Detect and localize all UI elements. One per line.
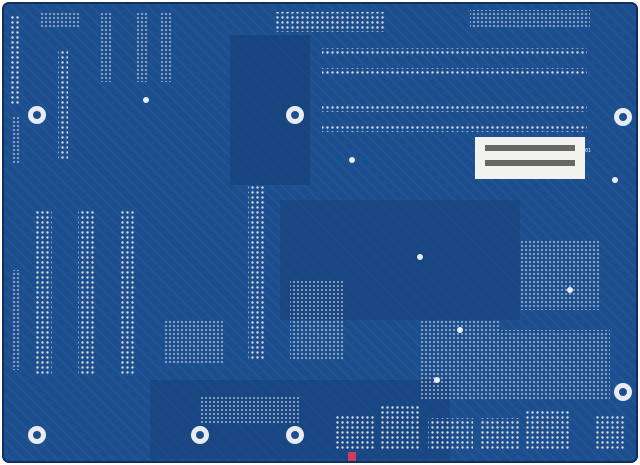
left-header-1 [10, 15, 20, 105]
expansion-slot-4 [248, 185, 264, 360]
pad-cluster-c [420, 320, 500, 400]
io-pad-6 [595, 415, 625, 450]
io-pad-5 [525, 410, 570, 450]
left-header-4 [135, 12, 147, 82]
pad-cluster-a [165, 320, 225, 365]
ram-slot-pins [322, 48, 587, 132]
top-right-pads [470, 10, 590, 28]
sticker-code: 01 [585, 148, 591, 154]
left-header-2 [58, 50, 68, 160]
rear-io-pads [335, 405, 625, 450]
mounting-hole [286, 426, 304, 444]
ram-slot-1 [322, 48, 587, 56]
pad-cluster-f [200, 395, 300, 425]
mounting-hole [28, 426, 46, 444]
io-pad-1 [335, 415, 375, 450]
red-component [348, 452, 356, 462]
barcode [485, 145, 575, 166]
left-edge-header [12, 270, 20, 370]
io-pad-2 [380, 405, 420, 450]
ram-slot-2 [322, 68, 587, 76]
mounting-hole [286, 106, 304, 124]
mounting-holes [28, 106, 632, 444]
vias [143, 97, 618, 383]
left-header-3 [100, 12, 112, 82]
pad-cluster-b [290, 280, 345, 360]
mounting-hole [28, 106, 46, 124]
label-sticker [475, 137, 585, 179]
ram-slot-4 [322, 124, 587, 132]
mounting-hole [614, 108, 632, 126]
expansion-slots [36, 185, 264, 375]
pad-cluster-e [500, 330, 610, 400]
expansion-slot-1 [36, 210, 52, 375]
top-left-pads [40, 12, 80, 28]
top-connector [275, 12, 385, 32]
left-header-5 [160, 12, 172, 82]
expansion-slot-3 [120, 210, 136, 375]
mounting-hole [614, 383, 632, 401]
left-edge-header-top [12, 115, 20, 165]
ram-slot-3 [322, 104, 587, 112]
pad-cluster-d [520, 240, 600, 310]
mounting-hole [191, 426, 209, 444]
io-pad-3 [428, 418, 473, 450]
io-pad-4 [480, 418, 520, 450]
expansion-slot-2 [78, 210, 94, 375]
